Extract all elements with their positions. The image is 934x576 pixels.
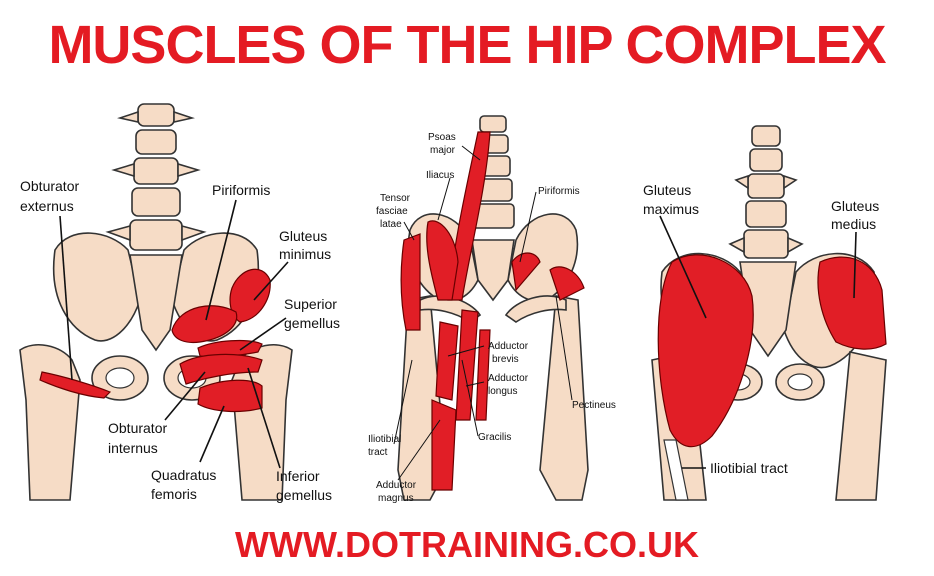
label-superior-gemellus-line2: gemellus — [284, 315, 340, 331]
label-tensor-line1: Tensor — [380, 193, 411, 204]
label-gluteus-minimus-line1: Gluteus — [279, 228, 327, 244]
label-obturator-internus-line2: internus — [108, 440, 158, 456]
middle-panel-diagram: Psoas major Iliacus Tensor fasciae latae… — [368, 116, 616, 504]
label-psoas-major-line2: major — [430, 145, 456, 156]
label-pectineus: Pectineus — [572, 400, 616, 411]
adductor-magnus-muscle — [432, 400, 456, 490]
label-gluteus-maximus-line2: maximus — [643, 201, 699, 217]
label-tensor-line3: latae — [380, 219, 402, 230]
label-gluteus-medius-line1: Gluteus — [831, 198, 879, 214]
gluteus-maximus-muscle — [658, 255, 753, 447]
label-iliotibial-line1: Iliotibial — [368, 434, 401, 445]
left-panel-diagram: Obturator externus Piriformis Gluteus mi… — [20, 104, 340, 503]
label-tensor-line2: fasciae — [376, 206, 408, 217]
label-iliacus: Iliacus — [426, 170, 454, 181]
adductor-longus-muscle — [456, 310, 478, 420]
label-adductor-longus-line2: longus — [488, 386, 517, 397]
label-gluteus-medius-line2: medius — [831, 216, 876, 232]
right-spine — [730, 126, 802, 258]
label-adductor-brevis-line1: Adductor — [488, 341, 529, 352]
middle-femurs — [398, 296, 588, 500]
label-iliotibial-line2: tract — [368, 447, 388, 458]
tensor-fasciae-latae-muscle — [401, 234, 420, 330]
right-panel-diagram: Gluteus maximus Gluteus medius Iliotibia… — [643, 126, 886, 500]
label-obturator-externus-line1: Obturator — [20, 178, 79, 194]
label-adductor-magnus-line1: Adductor — [376, 480, 417, 491]
label-piriformis-middle: Piriformis — [538, 186, 580, 197]
label-adductor-magnus-line2: magnus — [378, 493, 414, 504]
label-piriformis-left: Piriformis — [212, 182, 270, 198]
label-superior-gemellus-line1: Superior — [284, 296, 337, 312]
label-adductor-longus-line1: Adductor — [488, 373, 529, 384]
label-psoas-major-line1: Psoas — [428, 132, 456, 143]
label-gracilis: Gracilis — [478, 432, 511, 443]
label-inferior-gemellus-line1: Inferior — [276, 468, 320, 484]
adductor-brevis-muscle — [436, 322, 458, 400]
quadratus-femoris-muscle — [198, 380, 262, 411]
label-gluteus-maximus-line1: Gluteus — [643, 182, 691, 198]
label-quadratus-femoris-line2: femoris — [151, 486, 197, 502]
label-inferior-gemellus-line2: gemellus — [276, 487, 332, 503]
label-obturator-externus-line2: externus — [20, 198, 74, 214]
label-quadratus-femoris-line1: Quadratus — [151, 467, 216, 483]
label-iliotibial-tract-right: Iliotibial tract — [710, 460, 788, 476]
website-url: WWW.DOTRAINING.CO.UK — [0, 524, 934, 566]
label-obturator-internus-line1: Obturator — [108, 420, 167, 436]
label-gluteus-minimus-line2: minimus — [279, 246, 331, 262]
label-adductor-brevis-line2: brevis — [492, 354, 519, 365]
left-spine — [108, 104, 204, 250]
